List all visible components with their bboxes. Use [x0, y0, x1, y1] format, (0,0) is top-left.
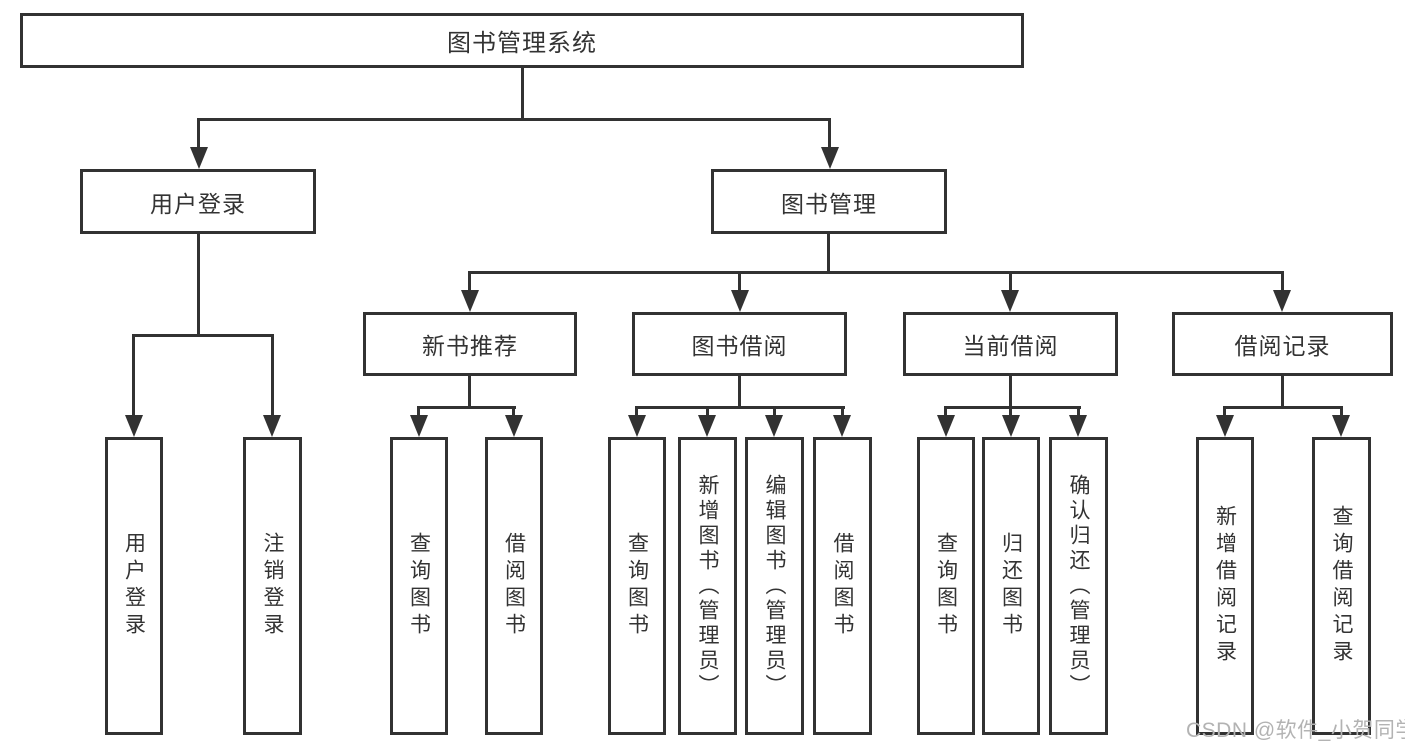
connector-line	[1223, 406, 1343, 409]
connector-line	[944, 409, 947, 415]
connector-line	[1009, 409, 1012, 415]
leaf-confirm-return-admin: 确认归还（管理员）	[1049, 437, 1108, 735]
arrowhead-down-icon	[937, 415, 955, 437]
connector-line	[827, 234, 830, 273]
leaf-label: 查询图书	[934, 532, 958, 640]
connector-line	[1340, 409, 1343, 415]
node-user-login: 用户登录	[80, 169, 316, 234]
connector-line	[197, 119, 200, 147]
leaf-edit-books-admin: 编辑图书（管理员）	[745, 437, 804, 735]
connector-line	[271, 337, 274, 415]
leaf-label: 确认归还（管理员）	[1067, 473, 1090, 699]
leaf-label: 编辑图书（管理员）	[763, 473, 786, 699]
arrowhead-down-icon	[1001, 290, 1019, 312]
leaf-label: 新增借阅记录	[1213, 505, 1237, 667]
connector-line	[512, 409, 515, 415]
leaf-label: 借阅图书	[502, 532, 526, 640]
leaf-query-books-recommend: 查询图书	[390, 437, 448, 735]
arrowhead-down-icon	[731, 290, 749, 312]
arrowhead-down-icon	[505, 415, 523, 437]
arrowhead-down-icon	[125, 415, 143, 437]
connector-line	[1281, 376, 1284, 408]
arrowhead-down-icon	[410, 415, 428, 437]
connector-line	[841, 409, 844, 415]
leaf-query-books-borrow: 查询图书	[608, 437, 666, 735]
leaf-label: 查询图书	[407, 532, 431, 640]
node-label: 当前借阅	[962, 333, 1059, 359]
arrowhead-down-icon	[1002, 415, 1020, 437]
csdn-watermark: CSDN @软件_小贺同学	[1186, 719, 1405, 742]
connector-line	[468, 274, 471, 290]
connector-line	[468, 271, 1284, 274]
arrowhead-down-icon	[1332, 415, 1350, 437]
connector-line	[417, 409, 420, 415]
connector-line	[417, 406, 516, 409]
node-book-borrow: 图书借阅	[632, 312, 847, 376]
connector-line	[706, 409, 709, 415]
connector-line	[635, 406, 845, 409]
arrowhead-down-icon	[765, 415, 783, 437]
connector-line	[738, 376, 741, 408]
connector-line	[197, 234, 200, 336]
arrowhead-down-icon	[190, 147, 208, 169]
connector-line	[635, 409, 638, 415]
leaf-label: 借阅图书	[831, 532, 854, 640]
node-book-management: 图书管理	[711, 169, 947, 234]
leaf-logout: 注销登录	[243, 437, 302, 735]
leaf-borrow-books-recommend: 借阅图书	[485, 437, 543, 735]
leaf-label: 用户登录	[122, 532, 146, 640]
leaf-query-borrow-record: 查询借阅记录	[1312, 437, 1371, 735]
connector-line	[468, 376, 471, 408]
arrowhead-down-icon	[698, 415, 716, 437]
node-label: 新书推荐	[422, 333, 518, 359]
leaf-user-login: 用户登录	[105, 437, 163, 735]
leaf-label: 新增图书（管理员）	[696, 473, 719, 699]
connector-line	[132, 334, 274, 337]
node-label: 图书借阅	[691, 333, 788, 359]
node-label: 图书管理系统	[447, 30, 597, 57]
arrowhead-down-icon	[628, 415, 646, 437]
leaf-return-books: 归还图书	[982, 437, 1040, 735]
leaf-query-books-current: 查询图书	[917, 437, 975, 735]
arrowhead-down-icon	[461, 290, 479, 312]
connector-line	[1281, 274, 1284, 290]
node-library-management-system: 图书管理系统	[20, 13, 1024, 68]
leaf-label: 查询图书	[625, 532, 649, 640]
leaf-add-borrow-record: 新增借阅记录	[1196, 437, 1254, 735]
leaf-label: 归还图书	[999, 532, 1023, 640]
connector-line	[828, 119, 831, 147]
connector-line	[773, 409, 776, 415]
arrowhead-down-icon	[833, 415, 851, 437]
leaf-add-books-admin: 新增图书（管理员）	[678, 437, 737, 735]
arrowhead-down-icon	[1069, 415, 1087, 437]
node-label: 用户登录	[150, 190, 246, 217]
node-borrow-records: 借阅记录	[1172, 312, 1393, 376]
leaf-label: 查询借阅记录	[1330, 505, 1353, 667]
node-label: 图书管理	[781, 190, 877, 217]
connector-line	[197, 118, 831, 121]
connector-line	[1009, 376, 1012, 408]
leaf-borrow-books: 借阅图书	[813, 437, 872, 735]
arrowhead-down-icon	[1216, 415, 1234, 437]
node-new-book-recommend: 新书推荐	[363, 312, 577, 376]
connector-line	[1009, 274, 1012, 290]
arrowhead-down-icon	[1273, 290, 1291, 312]
connector-line	[944, 406, 1081, 409]
connector-line	[132, 337, 135, 415]
connector-line	[738, 274, 741, 290]
connector-line	[1077, 409, 1080, 415]
arrowhead-down-icon	[821, 147, 839, 169]
leaf-label: 注销登录	[261, 532, 284, 640]
connector-line	[521, 68, 524, 119]
arrowhead-down-icon	[263, 415, 281, 437]
node-current-borrow: 当前借阅	[903, 312, 1118, 376]
node-label: 借阅记录	[1234, 333, 1331, 359]
connector-line	[1223, 409, 1226, 415]
